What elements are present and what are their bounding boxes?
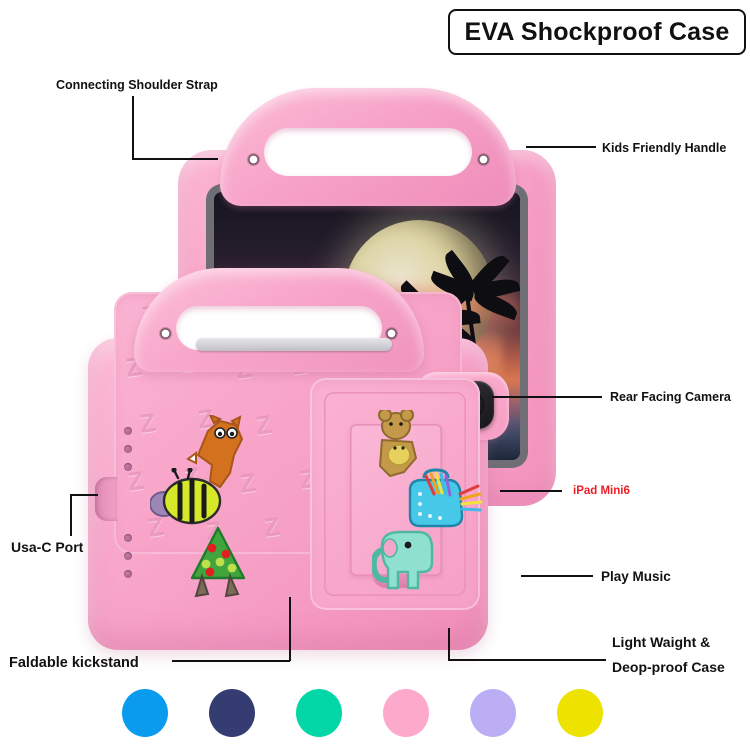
leader-shoulder-strap-h (132, 158, 218, 160)
color-swatch-blue[interactable] (122, 689, 168, 737)
callout-play-music: Play Music (601, 569, 671, 584)
color-swatch-teal[interactable] (296, 689, 342, 737)
callout-light-weight-drop-proof: Light Waight & Deop-proof Case (612, 630, 725, 679)
fox-decoration (186, 415, 243, 488)
shoulder-strap-hole-left (248, 154, 259, 165)
leader-shoulder-strap-v (132, 96, 134, 159)
callout-ipad-mini6: iPad Mini6 (573, 485, 630, 497)
page-title: EVA Shockproof Case (448, 9, 746, 55)
leader-usbc-v (70, 494, 72, 536)
pattern-z-19: Z (261, 511, 282, 543)
color-swatch-pink[interactable] (383, 689, 429, 737)
speaker-hole-6 (124, 570, 132, 578)
color-swatch-yellow[interactable] (557, 689, 603, 737)
front-strap-hole-left (160, 328, 171, 339)
leader-kickstand-h (172, 660, 290, 662)
pattern-z-9: Z (137, 407, 158, 439)
leader-lightweight-v (448, 628, 450, 660)
page-title-text: EVA Shockproof Case (464, 17, 730, 46)
callout-light-weight-line2: Deop-proof Case (612, 658, 725, 675)
leader-rear-camera (492, 396, 602, 398)
callout-connecting-shoulder-strap: Connecting Shoulder Strap (56, 78, 218, 92)
bear-decoration (378, 410, 417, 477)
rear-case-handle (220, 88, 516, 206)
elephant-decoration (372, 530, 434, 590)
callout-usb-c-port: Usa-C Port (11, 539, 84, 555)
callout-kids-friendly-handle: Kids Friendly Handle (602, 141, 727, 155)
callout-light-weight-line1: Light Waight & (612, 634, 711, 650)
bee-decoration (150, 468, 222, 525)
front-case-handle (134, 268, 424, 372)
shoulder-strap-hole-right (478, 154, 489, 165)
tree-decoration (190, 526, 246, 598)
front-strap-hole-right (386, 328, 397, 339)
leader-ipad-mini6 (500, 490, 562, 492)
color-swatch-navy[interactable] (209, 689, 255, 737)
leader-kickstand-v (289, 597, 291, 661)
speaker-hole-2 (124, 445, 132, 453)
speaker-hole-1 (124, 427, 132, 435)
pattern-z-13: Z (125, 465, 146, 497)
color-swatch-row (122, 688, 622, 738)
leader-play-music (521, 575, 593, 577)
usb-c-port-cutout (95, 477, 117, 521)
leader-kids-handle (526, 146, 596, 148)
speaker-hole-3 (124, 463, 132, 471)
leader-usbc-h (70, 494, 98, 496)
color-swatch-lavender[interactable] (470, 689, 516, 737)
speaker-hole-5 (124, 552, 132, 560)
callout-faldable-kickstand: Faldable kickstand (9, 655, 139, 671)
kettle-decoration (408, 468, 483, 528)
callout-rear-facing-camera: Rear Facing Camera (610, 390, 731, 404)
leader-lightweight-h (448, 659, 606, 661)
stylus-slot (196, 338, 392, 351)
pattern-z-11: Z (253, 409, 274, 441)
speaker-hole-4 (124, 534, 132, 542)
